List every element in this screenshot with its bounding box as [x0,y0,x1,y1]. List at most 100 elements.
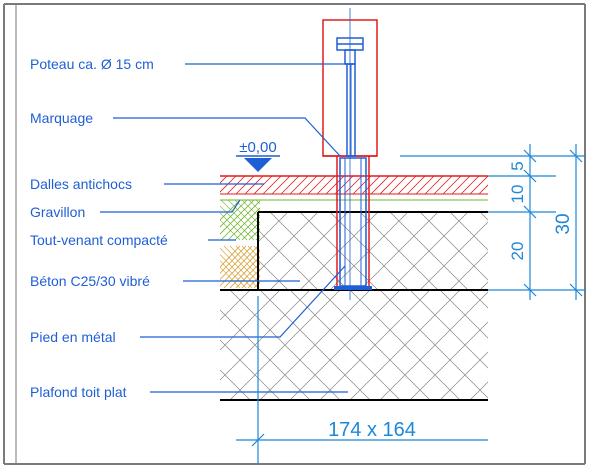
hatch-line [244,176,264,194]
hatch-line [298,176,318,194]
level-marker: ±0,00 [236,139,280,172]
hatch-line [269,212,349,290]
hatch-line [379,176,399,194]
label-dalles: Dalles antichocs [30,176,132,192]
leaders [100,63,348,393]
hatch-line [200,176,218,194]
hatch-line [258,212,289,243]
dim-30: 30 [553,213,574,234]
hatch-line [316,176,336,194]
hatch-line [307,176,327,194]
horizontal-dimension [236,296,488,464]
hatch-line [460,176,480,194]
hatch-line [220,369,251,400]
hatch-line [258,289,259,290]
hatch-line [277,200,317,240]
dim-10: 10 [508,185,527,204]
hatch-line [229,245,260,278]
hatch-line [439,351,488,400]
hatch-line [220,290,251,321]
hatch-line [259,290,371,400]
hatch-line [263,200,303,240]
hatch-line [442,176,462,194]
hatch-line [419,221,488,290]
hatch-line [271,176,291,194]
hatch-line [299,212,379,290]
label-poteau: Poteau ca. Ø 15 cm [30,56,154,72]
hatch-line [258,212,259,213]
label-pied: Pied en métal [30,329,116,345]
vertical-dimensions [400,144,586,300]
hatch-line [278,246,318,288]
labels: Poteau ca. Ø 15 cm Marquage Dalles antic… [30,56,168,400]
hatch-line [220,212,248,241]
hatch-line [235,245,260,272]
hatch-line [277,200,317,240]
hatch-line [415,176,435,194]
hatch-line [258,259,289,290]
steel-post [334,8,372,300]
hatch-line [343,176,363,194]
hatch-line [227,200,260,233]
hatch-line [247,245,260,260]
hatch-line [388,176,408,194]
label-gravillon: Gravillon [30,204,85,220]
hatch-line [220,200,260,240]
hatch-line [263,200,303,240]
hatch-line [280,176,300,194]
hatch-line [278,246,318,288]
hatch-line [248,228,260,241]
hatch-line [500,290,590,400]
hatch-line [229,290,341,400]
dim-footing: 174 x 164 [328,419,416,441]
hatch-line [500,290,590,400]
hatch-line [449,212,488,251]
hatch-line [449,251,488,290]
hatch-line [220,290,281,351]
hatch-line [397,176,417,194]
hatch-line [248,200,260,212]
hatch-line [289,290,401,400]
hatch-line [370,176,390,194]
hatch-line [389,212,469,290]
hatch-line [406,176,426,194]
hatch-line [220,290,311,381]
hatch-line [241,245,260,266]
hatch-line [530,290,590,400]
label-marquage: Marquage [30,110,93,126]
dim-5: 5 [508,161,527,170]
hatch-line [234,200,260,226]
hatch-line [469,176,488,194]
hatch-line [220,245,241,268]
hatch-line [379,291,488,400]
dim-20: 20 [508,242,527,261]
hatch-line [451,176,471,194]
hatch-line [433,176,453,194]
hatch-line [530,290,590,400]
hatch-line [262,176,282,194]
hatch-line [487,193,488,194]
hatch-line [349,290,461,400]
hatch-line [258,212,319,273]
shock-slab-hatch [200,176,488,194]
label-tout-venant: Tout-venant compacté [30,232,168,248]
hatch-line [266,246,306,288]
hatch-line [220,219,241,241]
hatch-line [439,290,488,339]
vertical-dimension-texts: 5 10 20 30 [508,161,574,260]
hatch-line [266,246,306,288]
hatch-line [361,176,381,194]
hatch-line [409,321,488,400]
hatch-line [352,176,372,194]
label-plafond: Plafond toit plat [30,384,127,400]
hatch-line [478,184,488,194]
hatch-line [220,176,228,184]
page-frame [3,3,586,465]
hatch-line [325,176,345,194]
hatch-line [226,176,246,194]
label-beton: Béton C25/30 vibré [30,273,150,289]
ceiling-hatch [220,290,590,400]
hatch-line [289,176,309,194]
hatch-line [241,200,260,219]
